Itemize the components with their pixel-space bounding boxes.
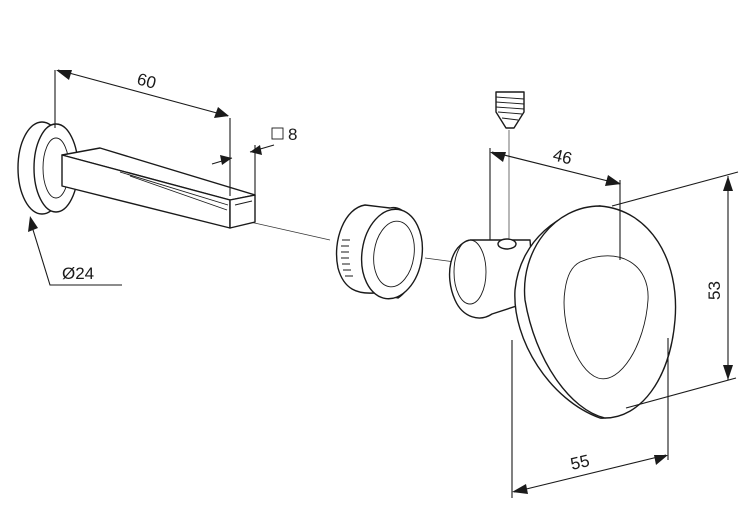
ring-bore [373,220,415,288]
knob-neck [448,239,536,319]
dim-rose-diameter: Ø24 [28,216,122,286]
dim-knob-width: 55 [511,338,669,498]
rose-spindle-part [17,121,256,229]
dim-o24-label: Ø24 [62,264,94,283]
screw-thread [495,96,525,121]
dim-8-label: 8 [288,125,297,144]
assembly-axis [249,221,456,263]
dim-53-label: 53 [705,281,724,300]
knob-dimple [563,255,649,380]
spindle-end [229,194,256,229]
dim-60-label: 60 [135,70,158,93]
knob-face [523,205,677,419]
dim-spindle-length: 60 [54,69,231,196]
neck-collar [453,239,487,305]
square-symbol [271,127,284,140]
dim-55-label: 55 [569,451,592,474]
knob-part [448,205,677,419]
adapter-ring-part [335,204,424,300]
dim-knob-height: 53 [611,171,739,409]
dim-46-label: 46 [551,145,574,168]
spindle-groove [119,171,253,211]
ring-knurl [341,239,353,277]
dim-spindle-square: 8 [211,125,297,195]
grub-screw-part [495,91,525,240]
screw-body [495,91,525,129]
dim-knob-depth: 46 [489,145,621,260]
neck-hole [497,238,517,250]
